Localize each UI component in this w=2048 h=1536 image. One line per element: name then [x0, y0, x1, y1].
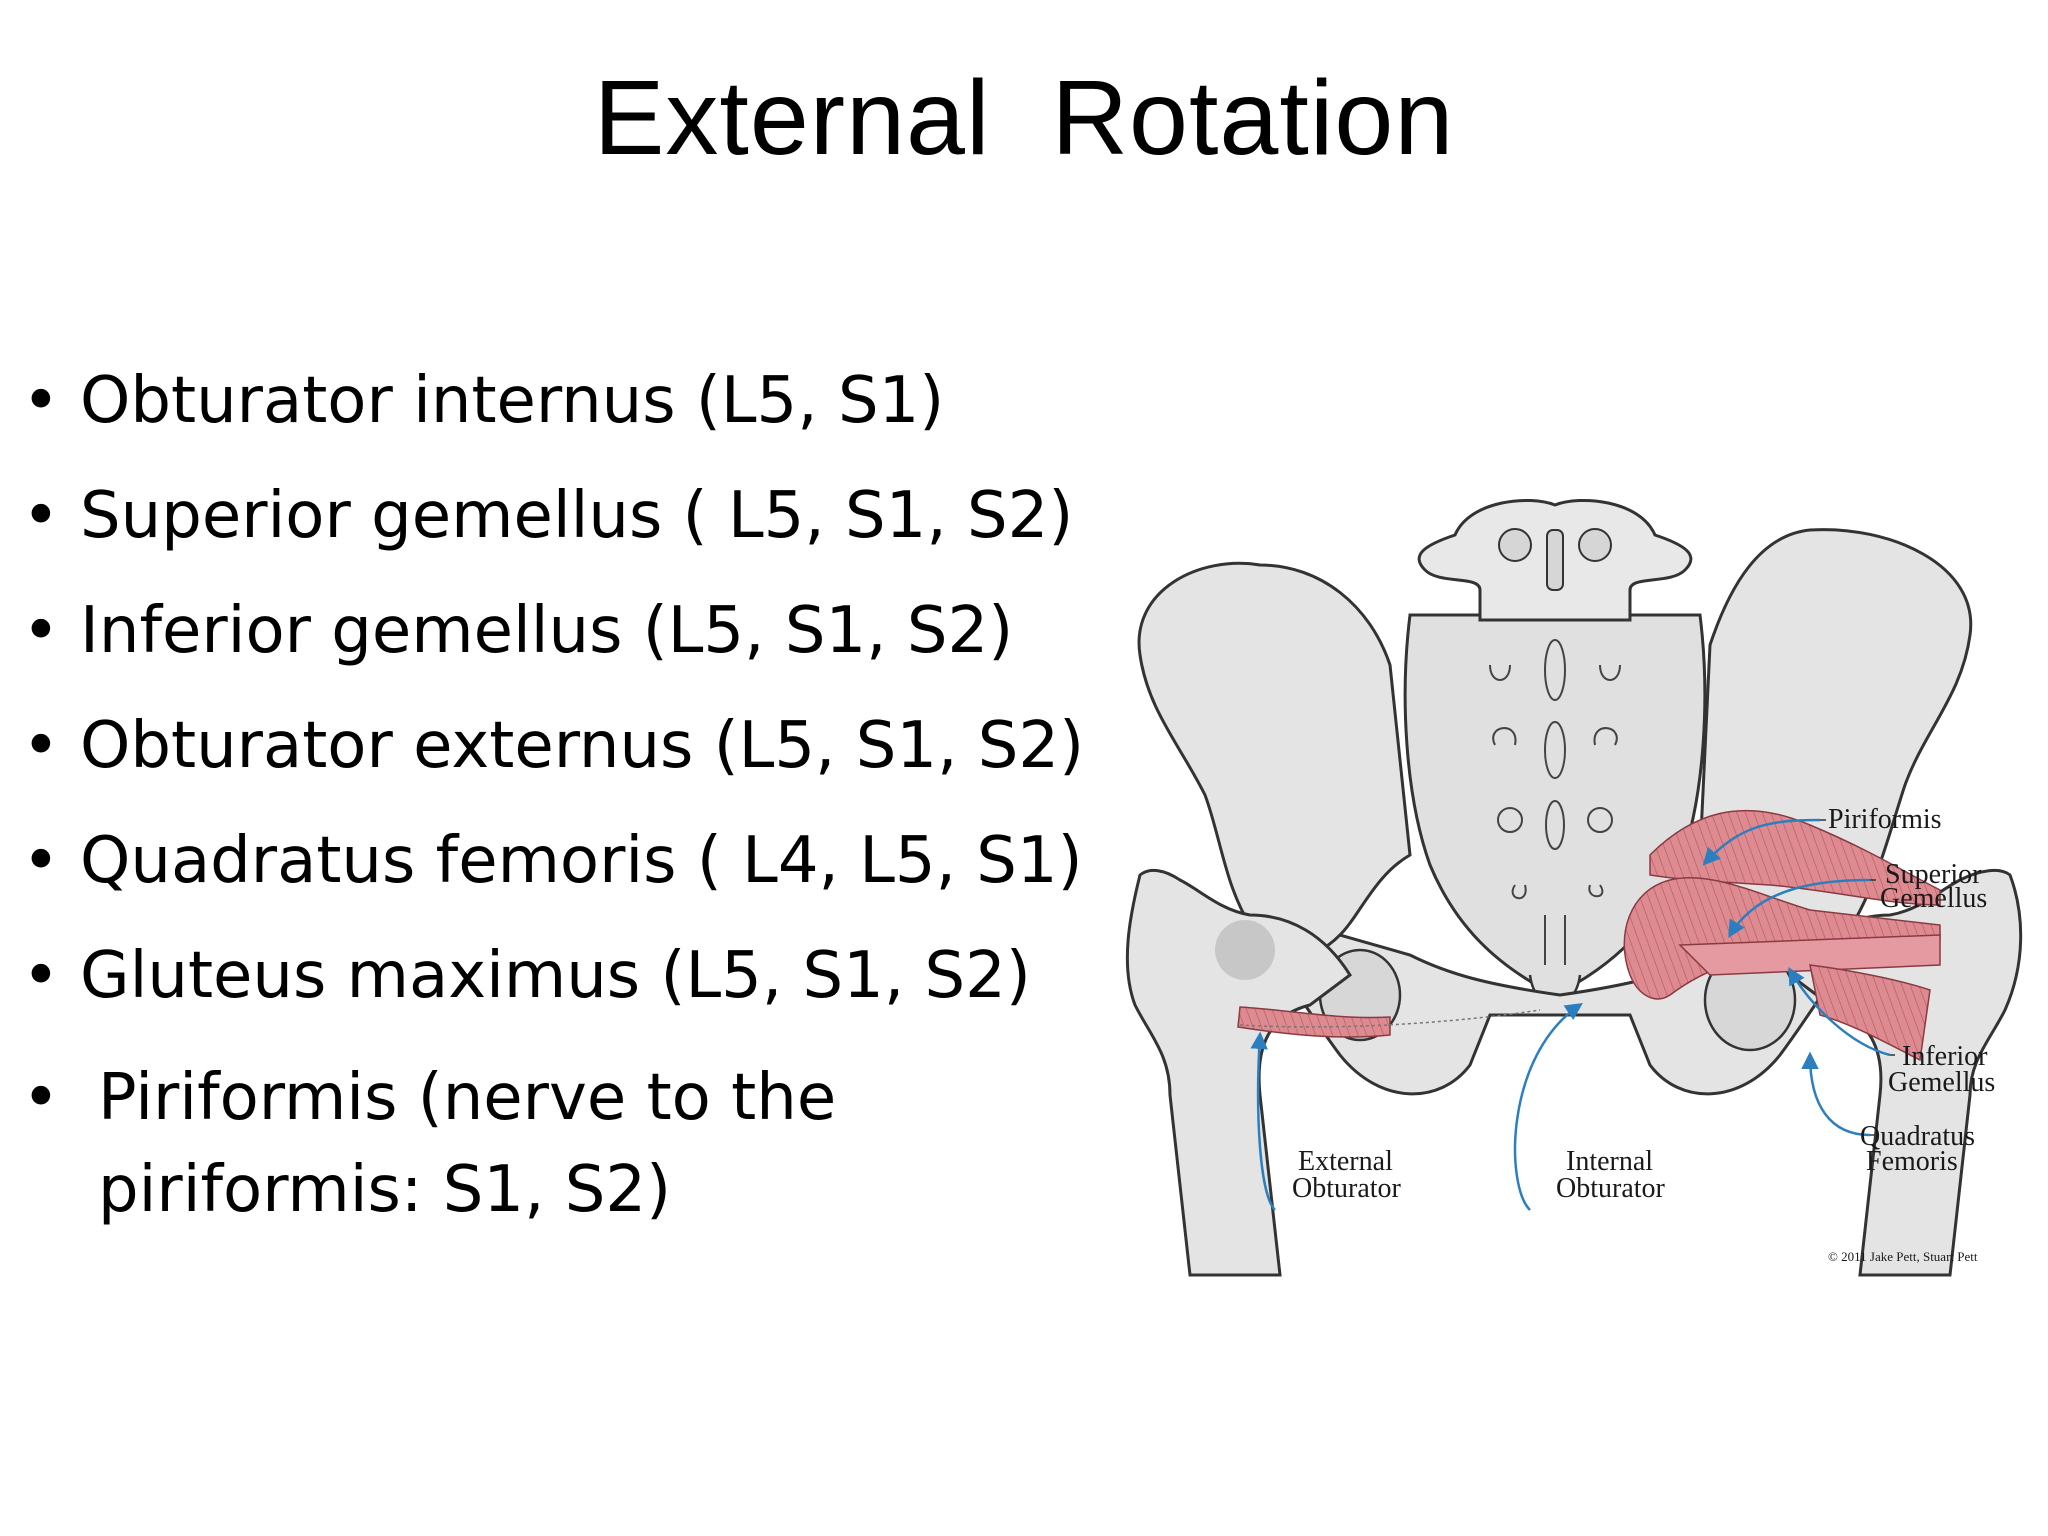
bullet-symbol: • [22, 939, 60, 1013]
label-quadratus-femoris: Femoris [1866, 1146, 1958, 1177]
bullet-text: Gluteus maximus (L5, S1, S2) [80, 939, 1031, 1013]
bullet-text: Inferior gemellus (L5, S1, S2) [80, 594, 1014, 668]
bullet-item: • Superior gemellus ( L5, S1, S2) [22, 477, 1122, 555]
bullet-text: Superior gemellus ( L5, S1, S2) [80, 479, 1074, 553]
internal-obturator-arrow [1513, 1003, 1583, 1211]
label-internal: Internal [1566, 1146, 1653, 1177]
bullet-symbol: • [22, 479, 60, 553]
bullet-item: • Piriformis (nerve to the piriformis: S1… [22, 1052, 998, 1236]
bullet-symbol: • [22, 824, 60, 898]
bullet-text: Quadratus femoris ( L4, L5, S1) [80, 824, 1083, 898]
pelvis-illustration: Piriformis Superior Gemellus Inferior Ge… [1125, 499, 2023, 1277]
bullet-item: • Inferior gemellus (L5, S1, S2) [22, 592, 1122, 670]
label-piriformis: Piriformis [1828, 804, 1942, 835]
bullet-list: • Obturator internus (L5, S1) • Superior g… [22, 362, 1122, 1273]
pelvis-muscle-figure: Piriformis Superior Gemellus Inferior Ge… [1110, 495, 2040, 1285]
quadratus-femoris-arrow [1801, 1051, 1871, 1137]
bullet-text: Obturator internus (L5, S1) [80, 364, 945, 438]
bullet-text: Piriformis (nerve to the piriformis: S1,… [98, 1061, 837, 1227]
label-external-obturator: Obturator [1292, 1173, 1402, 1204]
bullet-item: • Gluteus maximus (L5, S1, S2) [22, 937, 1122, 1015]
bullet-symbol: • [22, 709, 60, 783]
label-external: External [1298, 1146, 1393, 1177]
superior-gemellus-arrow [1728, 878, 1871, 938]
bullet-symbol: • [22, 1061, 60, 1135]
inferior-gemellus-arrow [1788, 966, 1891, 1057]
external-obturator-arrow [1250, 1031, 1276, 1211]
label-internal-obturator: Obturator [1556, 1173, 1666, 1204]
slide-title: External Rotation [593, 59, 1455, 177]
bullet-symbol: • [22, 594, 60, 668]
external-obturator-muscle [1237, 1006, 1391, 1038]
label-inferior-gemellus: Gemellus [1888, 1067, 1995, 1098]
bullet-item: • Obturator internus (L5, S1) [22, 362, 1122, 440]
bullet-symbol: • [22, 364, 60, 438]
bullet-item: • Quadratus femoris ( L4, L5, S1) [22, 822, 1122, 900]
quadratus-femoris-muscle [1809, 964, 1931, 1062]
piriformis-arrow [1702, 818, 1821, 866]
label-superior-gemellus: Gemellus [1880, 883, 1987, 914]
label-quadratus: Quadratus [1860, 1121, 1975, 1152]
bullet-text: Obturator externus (L5, S1, S2) [80, 709, 1085, 783]
bullet-item: • Obturator externus (L5, S1, S2) [22, 707, 1122, 785]
gemellus-muscles [1678, 934, 1941, 976]
copyright-notice: © 2011 Jake Pett, Stuart Pett [1828, 1249, 1978, 1264]
label-inferior: Inferior [1902, 1041, 1988, 1072]
label-superior: Superior [1885, 859, 1982, 890]
